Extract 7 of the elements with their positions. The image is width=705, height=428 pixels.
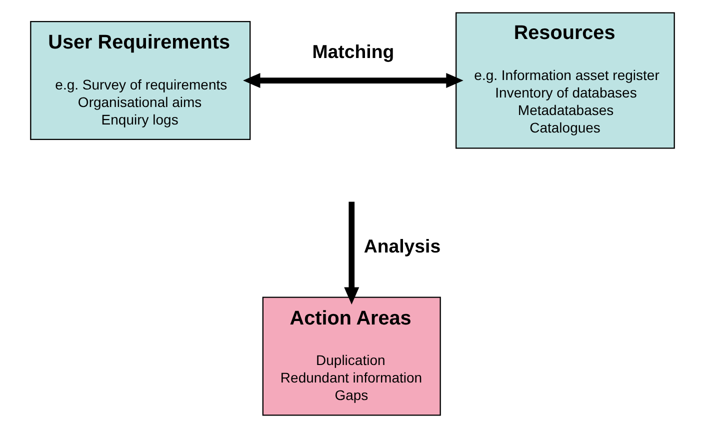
node-box: Resources e.g. Information asset register Inventory of databases Metadatabases Catalogues — [456, 12, 675, 149]
node-box: User Requirements e.g. Survey of requirements Organisational aims Enquiry logs — [30, 21, 251, 140]
arrow — [344, 202, 360, 304]
node-box: Action Areas Duplication Redundant information Gaps — [262, 296, 441, 416]
edge-label: Analysis — [364, 236, 441, 257]
arrow — [243, 73, 464, 88]
edge-label: Matching — [312, 41, 394, 62]
